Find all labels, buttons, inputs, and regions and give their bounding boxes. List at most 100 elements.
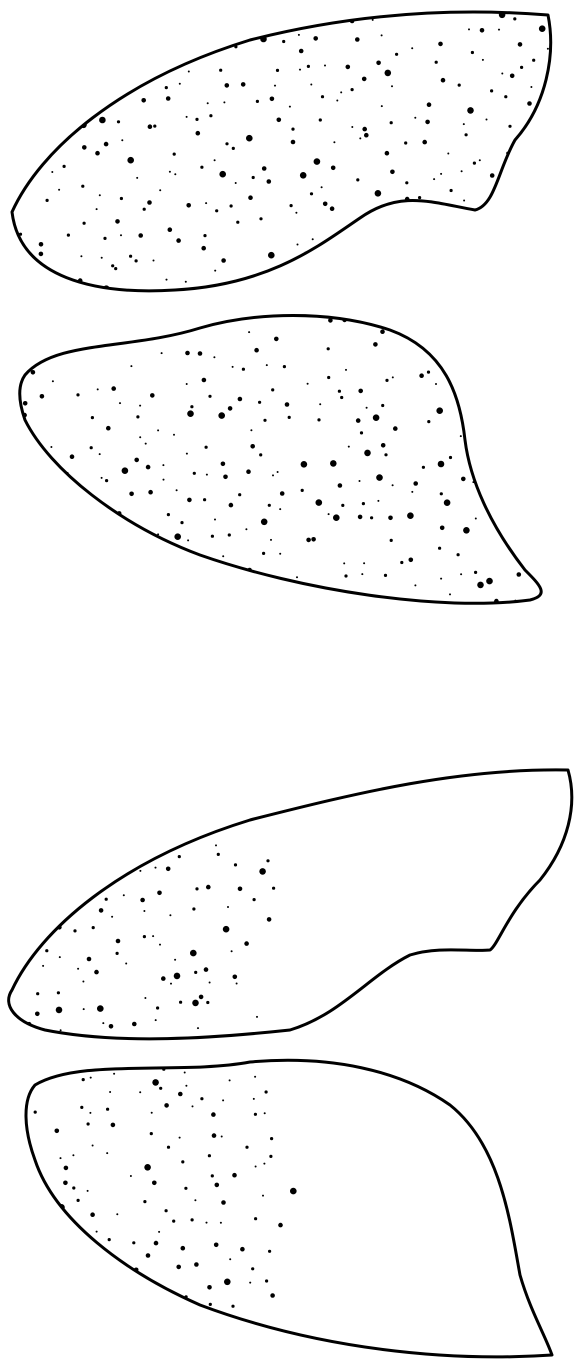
stipple-dot bbox=[527, 101, 532, 106]
stipple-dot bbox=[87, 1122, 90, 1125]
stipple-dot bbox=[168, 36, 173, 41]
stipple-dot bbox=[10, 36, 17, 43]
stipple-dot bbox=[27, 612, 32, 617]
stipple-dot bbox=[242, 368, 245, 371]
stipple-dot bbox=[203, 234, 206, 237]
stipple-dot bbox=[418, 196, 421, 199]
stipple-dot bbox=[99, 453, 101, 455]
stipple-dot bbox=[530, 86, 532, 88]
stipple-dot bbox=[87, 1190, 89, 1192]
stipple-dot bbox=[299, 49, 304, 54]
stipple-dot bbox=[60, 1157, 62, 1159]
stipple-dot bbox=[438, 42, 443, 47]
stipple-dot bbox=[405, 181, 408, 184]
stipple-dot bbox=[225, 142, 228, 145]
stipple-dot bbox=[384, 453, 387, 456]
stipple-dot bbox=[111, 386, 116, 391]
stipple-dot bbox=[96, 208, 98, 210]
stipple-dot bbox=[310, 84, 312, 86]
stipple-dot bbox=[405, 310, 407, 312]
stipple-dot bbox=[16, 908, 19, 911]
stipple-dot bbox=[200, 309, 202, 311]
stipple-dot bbox=[502, 291, 505, 294]
stipple-dot bbox=[359, 137, 361, 139]
stipple-dot bbox=[344, 574, 347, 577]
stipple-dot bbox=[174, 973, 181, 980]
stipple-dot bbox=[35, 28, 37, 30]
stipple-dot bbox=[123, 894, 125, 896]
stipple-dot bbox=[152, 826, 155, 829]
stipple-dot bbox=[214, 1336, 217, 1339]
stipple-dot bbox=[38, 1359, 45, 1366]
stipple-dot bbox=[186, 203, 191, 208]
stipple-dot bbox=[58, 1254, 63, 1259]
stipple-dot bbox=[166, 867, 171, 872]
stipple-dot bbox=[236, 983, 238, 985]
stipple-dot bbox=[433, 344, 435, 346]
stipple-dot bbox=[84, 537, 89, 542]
stipple-dot bbox=[103, 304, 108, 309]
stipple-dot bbox=[449, 593, 451, 595]
stipple-dot bbox=[150, 855, 153, 858]
stipple-dot bbox=[187, 0, 192, 3]
stipple-dot bbox=[83, 1008, 85, 1010]
stipple-dot bbox=[422, 466, 425, 469]
lower-panel bbox=[0, 770, 572, 1368]
stipple-dot bbox=[214, 519, 216, 521]
stipple-dot bbox=[301, 461, 308, 468]
stipple-dot bbox=[359, 480, 361, 482]
stipple-dot bbox=[143, 910, 145, 912]
stipple-dot bbox=[36, 331, 39, 334]
stipple-dot bbox=[104, 61, 106, 63]
stipple-dot bbox=[91, 879, 96, 884]
stipple-dot bbox=[146, 1315, 149, 1318]
stipple-dot bbox=[238, 397, 243, 402]
stipple-dot bbox=[522, 232, 529, 239]
stipple-dot bbox=[181, 1346, 186, 1351]
stipple-dot bbox=[246, 135, 253, 142]
stipple-dot bbox=[520, 66, 523, 69]
stipple-dot bbox=[355, 37, 360, 42]
stipple-dot bbox=[214, 270, 216, 272]
stipple-dot bbox=[215, 209, 218, 212]
stipple-dot bbox=[117, 1352, 120, 1355]
stipple-dot bbox=[167, 1146, 170, 1149]
stipple-dot bbox=[66, 871, 71, 876]
stipple-dot bbox=[197, 1027, 199, 1029]
stipple-dot bbox=[373, 342, 378, 347]
hindwing-outline bbox=[20, 316, 541, 604]
stipple-dot bbox=[344, 609, 349, 614]
stipple-dot bbox=[119, 402, 121, 404]
stipple-dot bbox=[36, 992, 39, 995]
stipple-dot bbox=[139, 1091, 141, 1093]
stipple-dot bbox=[195, 118, 198, 121]
stipple-dot bbox=[181, 1160, 184, 1163]
stipple-dot bbox=[39, 252, 44, 257]
stipple-dot bbox=[366, 227, 369, 230]
stipple-dot bbox=[549, 375, 552, 378]
stipple-dot bbox=[324, 65, 326, 67]
stipple-dot bbox=[129, 492, 134, 497]
stipple-dot bbox=[211, 1112, 216, 1117]
stipple-dot bbox=[58, 341, 60, 343]
stipple-dot bbox=[413, 481, 418, 486]
stipple-dot bbox=[232, 366, 234, 368]
stipple-dot bbox=[136, 810, 138, 812]
stipple-dot bbox=[259, 217, 262, 220]
stipple-dot bbox=[252, 176, 255, 179]
stipple-dot bbox=[155, 1019, 157, 1021]
stipple-dot bbox=[334, 292, 337, 295]
hindwing-basal-stippled bbox=[10, 1046, 552, 1368]
stipple-dot bbox=[11, 572, 13, 574]
stipple-dot bbox=[525, 274, 528, 277]
stipple-dot bbox=[35, 1012, 40, 1017]
stipple-dot bbox=[377, 500, 379, 502]
stipple-dot bbox=[463, 527, 470, 534]
stipple-dot bbox=[109, 1091, 111, 1093]
stipple-dot bbox=[35, 915, 38, 918]
stipple-dot bbox=[180, 521, 183, 524]
stipple-dot bbox=[165, 1209, 168, 1212]
stipple-dot bbox=[219, 171, 226, 178]
stipple-dot bbox=[240, 0, 243, 3]
stipple-dot bbox=[244, 1340, 247, 1343]
